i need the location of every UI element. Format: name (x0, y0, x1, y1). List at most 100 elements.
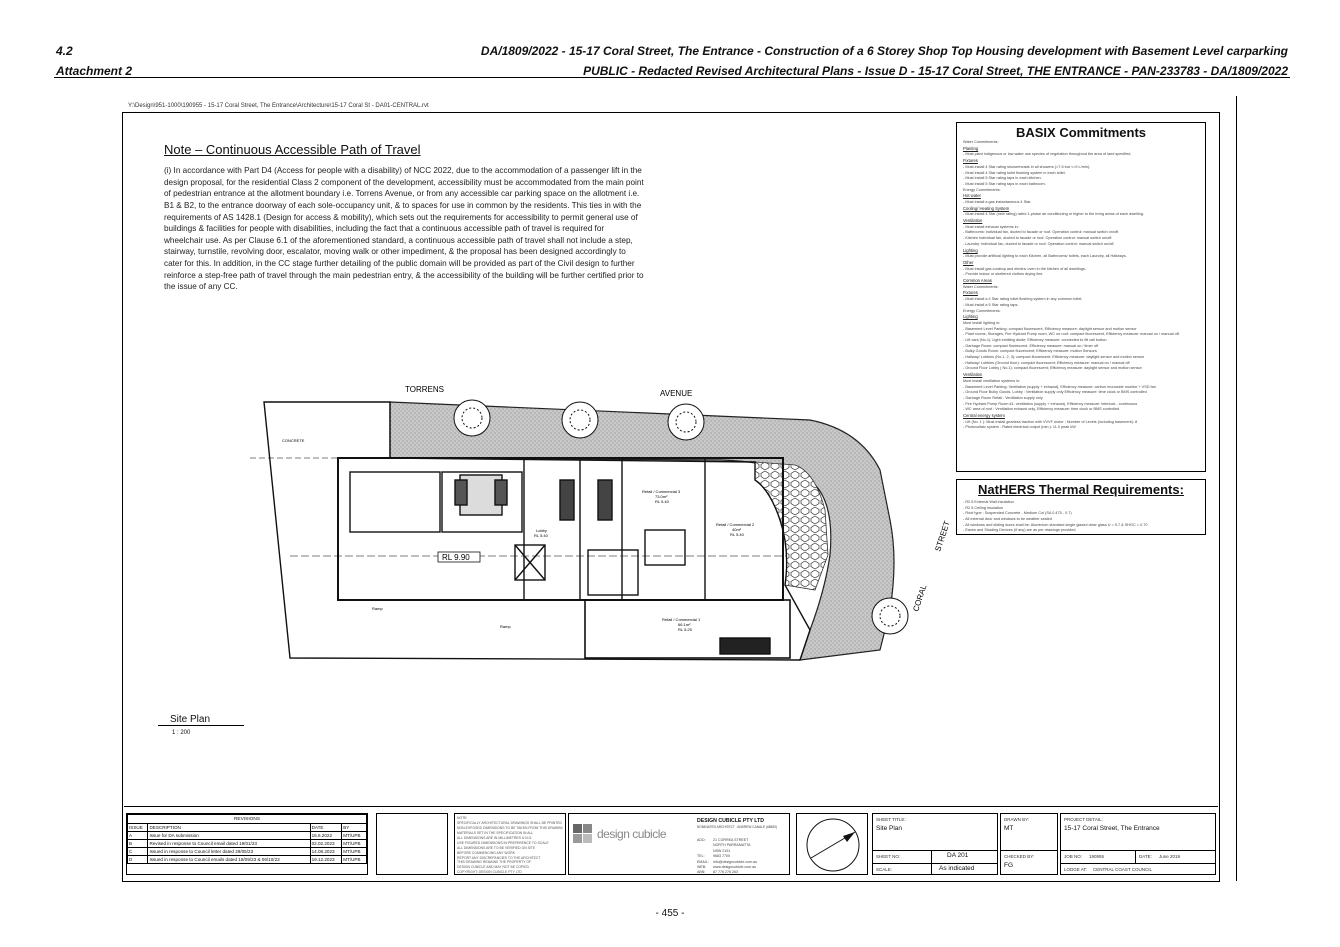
note-line: NON-EXPOSED DIMENSIONS TO BE TAKEN FROM … (457, 825, 563, 830)
site-plan-title-rule (158, 725, 244, 726)
retail-1-rl: RL 5.25 (678, 627, 693, 632)
rev-header-issue: ISSUE (126, 823, 149, 832)
file-path: Y:\Design\951-1000\190955 - 15-17 Coral … (128, 103, 429, 109)
contact-key: ABN: (697, 870, 706, 875)
rev-header-description: DESCRIPTION (147, 823, 311, 832)
retail-1-name: Retail / Commercial 1 (662, 617, 701, 622)
rev-by: MT/UPB (341, 847, 367, 856)
header-rule (54, 77, 1290, 78)
retail-1-area: 66.1m² (678, 622, 691, 627)
firm-logo-text: design cubicle (597, 827, 667, 841)
basix-line: - Must install exhaust systems in: (963, 224, 1019, 229)
street-label-avenue: AVENUE (660, 389, 692, 398)
basix-line: Must install ventilation systems in: (963, 378, 1021, 383)
rl-tag-box (437, 551, 481, 563)
basix-line: - Must install 4 Star rating showerheads… (963, 164, 1091, 169)
contact-key: EMAIL: (697, 859, 709, 864)
lodge-label: LODGE AT: (1064, 867, 1087, 872)
margin-line (1236, 96, 1237, 881)
lodge-value: CENTRAL COAST COUNCIL (1093, 867, 1153, 872)
basix-line: Energy Commitments: (963, 308, 1001, 313)
basix-subheading: Other (963, 259, 974, 265)
basix-subheading: Planting (963, 145, 979, 151)
nathers-title: NatHERS Thermal Requirements: (978, 482, 1184, 497)
contact-value: 21 CORREA STREET (713, 838, 749, 842)
basix-line: - Ground Floor Bulky Goods, Lobby : Vent… (963, 390, 1147, 395)
retail-2-rl: RL 5.40 (730, 532, 745, 537)
basix-line: - Must install a 4 Star rating toilet fl… (963, 297, 1083, 302)
rev-date: 15.6.2022 (309, 831, 343, 840)
job-no-label: JOB NO: (1064, 854, 1083, 859)
contact-key: ADD: (697, 838, 706, 842)
page-header: 4.2 Attachment 2 DA/1809/2022 - 15-17 Co… (0, 0, 1340, 80)
note-line: BEFORE COMMENCING ANY WORK (457, 850, 515, 855)
basix-line: - Bulky Goods Room: compact fluorescent;… (963, 349, 1097, 354)
notes-cell: NOTE:SPECIFICALLY ARCHITECTURAL DRAWINGS… (454, 813, 566, 875)
nathers-lines: - R2.5 External Wall insulation- R2.5 Ce… (963, 500, 1199, 534)
rev-by: MT/UPB (341, 839, 367, 848)
nathers-panel: NatHERS Thermal Requirements: - R2.5 Ext… (956, 479, 1206, 535)
basix-line: - Bathrooms: individual fan, ducted to f… (963, 230, 1120, 235)
basix-subheading: Lighting (963, 247, 978, 253)
rev-header-date: DATE (309, 823, 343, 832)
basix-line: - Kitchen individual fan, ducted to faca… (963, 236, 1113, 241)
scale-label: SCALE: (876, 867, 893, 872)
rev-date: 02.02.2023 (309, 839, 343, 848)
concrete-label: CONCRETE (282, 438, 305, 443)
contact-value: NSW 2151 (713, 848, 731, 853)
rev-header-by: BY (341, 823, 367, 832)
rev-by: MT/UPB (341, 855, 367, 864)
basix-line: Water Commitments: (963, 284, 999, 289)
rev-description: Issued in response to Council emails dat… (147, 855, 311, 864)
sheet-no: DA 201 (947, 852, 969, 859)
basix-subheading: Fixtures (963, 290, 978, 296)
sheet-info-cell: SHEET TITLE: Site Plan SHEET NO: DA 201 … (872, 813, 998, 875)
date-value: June 2019 (1159, 854, 1181, 859)
basix-line: - Must plant indigenous or low water use… (963, 152, 1132, 157)
drawn-by: MT (1004, 825, 1014, 832)
contact-value: www.designcubicle.com.au (713, 864, 757, 869)
basix-line: - Must install 5 Star rating taps in eac… (963, 181, 1046, 186)
firm-subtitle: NOMINATED ARCHITECT : ANDREW CANALE (#85… (697, 825, 777, 829)
rev-by: MT/UPB (341, 831, 367, 840)
firm-cell: design cubicle DESIGN CUBICLE PTY LTD NO… (568, 813, 790, 875)
sheet-no-label: SHEET NO: (876, 854, 901, 859)
attachment-label: Attachment 2 (56, 64, 133, 78)
street-label-torrens: TORRENS (405, 385, 444, 394)
notes-lines: NOTE:SPECIFICALLY ARCHITECTURAL DRAWINGS… (457, 816, 563, 875)
rev-description: Issued in response to Council letter dat… (147, 847, 311, 856)
drawn-divider (1001, 850, 1057, 851)
rev-date: 14.08.2023 (309, 847, 343, 856)
retail-1-block (584, 599, 791, 659)
basix-line: - Hallway/ Lobbies (No.1, 2, 3): compact… (963, 355, 1145, 360)
nathers-line: - R2.5 External Wall insulation (963, 500, 1014, 504)
basix-subheading: Cooling/ Heating System (963, 205, 1010, 211)
checked-by-label: CHECKED BY: (1004, 854, 1035, 859)
drawing-sheet-border (122, 112, 1220, 882)
firm-logo: design cubicle (573, 824, 693, 850)
basix-line: - Lift (No. 1 ): Must install gearless t… (963, 419, 1138, 424)
note-line: SPECIFICALLY ARCHITECTURAL DRAWINGS SHAL… (457, 820, 563, 825)
drawn-by-label: DRAWN BY: (1004, 817, 1030, 822)
site-plan-title: Site Plan (170, 714, 211, 725)
basix-line: - Must install gas cooktop and electric … (963, 266, 1086, 271)
basix-line: - Hallway/ Lobbies (Ground floor): compa… (963, 360, 1130, 365)
sheet-divider-v (931, 850, 932, 874)
note-heading: Note – Continuous Accessible Path of Tra… (164, 142, 421, 157)
contact-row: NORTH PARRAMATTA (697, 843, 787, 848)
note-line: REPORT ANY DISCREPANCIES TO THE ARCHITEC… (457, 855, 541, 860)
rev-date: 19.12.2023 (309, 855, 343, 864)
date-label: DATE: (1139, 854, 1152, 859)
note-line: MATERIALS SET IN THE SPECIFICATION IN AL… (457, 830, 534, 835)
header-title-line-1: DA/1809/2022 - 15-17 Coral Street, The E… (480, 44, 1288, 58)
sheet-divider-1 (873, 850, 997, 851)
firm-name: DESIGN CUBICLE PTY LTD (697, 818, 764, 824)
revisions-caption: REVISIONS (127, 814, 367, 824)
basix-line: - Fire Hydrant Pump Room #1: ventilation… (963, 401, 1138, 406)
basix-line: - Must install 4 Star (new rating) rated… (963, 212, 1144, 217)
contact-key: TEL: (697, 854, 705, 859)
contact-value: info@designcubicle.com.au (713, 859, 758, 864)
